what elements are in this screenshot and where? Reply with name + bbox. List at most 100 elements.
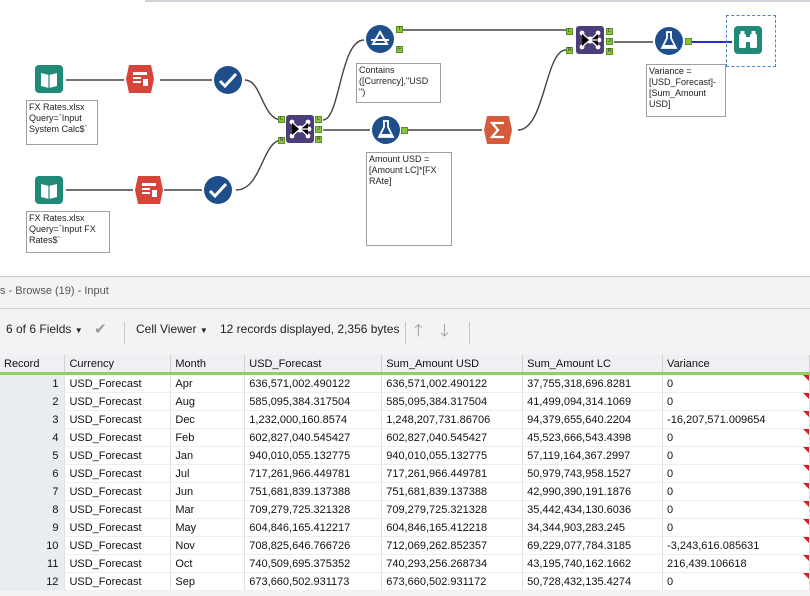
table-cell[interactable]: USD_Forecast [64, 410, 172, 429]
table-cell[interactable]: 751,681,839.137388 [381, 482, 524, 501]
table-cell[interactable]: Aug [170, 392, 246, 411]
fields-dropdown[interactable]: 6 of 6 Fields ▼ [6, 322, 83, 336]
join2-port-out-right[interactable]: R [606, 48, 613, 55]
filter-port-true[interactable]: T [396, 26, 403, 33]
table-cell[interactable]: Apr [170, 373, 246, 393]
input-data-tool-2[interactable] [34, 175, 64, 205]
table-cell[interactable]: Oct [170, 554, 246, 573]
table-cell[interactable]: 636,571,002.490122 [381, 373, 524, 393]
record-number[interactable]: 12 [0, 572, 66, 591]
table-cell[interactable]: 585,095,384.317504 [381, 392, 524, 411]
table-cell[interactable]: 69,229,077,784.3185 [522, 536, 664, 555]
table-cell[interactable]: 717,261,966.449781 [244, 464, 383, 483]
table-cell[interactable]: May [170, 518, 246, 537]
table-cell[interactable]: Dec [170, 410, 246, 429]
join-tool-2[interactable] [575, 25, 605, 55]
select-tool-1[interactable] [125, 64, 155, 94]
join-port-out-join[interactable]: J [315, 126, 322, 133]
table-cell[interactable]: 709,279,725.321328 [244, 500, 383, 519]
formula-tool-1[interactable] [371, 115, 401, 145]
table-cell[interactable]: USD_Forecast [64, 482, 172, 501]
table-cell[interactable]: 0 [662, 518, 810, 537]
join-port-out-left[interactable]: L [315, 116, 322, 123]
data-cleansing-tool-2[interactable] [203, 175, 233, 205]
record-number[interactable]: 7 [0, 482, 66, 501]
record-number[interactable]: 9 [0, 518, 66, 537]
table-cell[interactable]: 602,827,040.545427 [381, 428, 524, 447]
join2-port-out-left[interactable]: L [606, 28, 613, 35]
input-data-tool-1[interactable] [34, 64, 64, 94]
record-number[interactable]: 5 [0, 446, 66, 465]
table-cell[interactable]: 604,846,165.412217 [244, 518, 383, 537]
table-cell[interactable]: 712,069,262.852357 [381, 536, 524, 555]
summarize-tool[interactable] [483, 115, 513, 145]
record-number[interactable]: 8 [0, 500, 66, 519]
table-cell[interactable]: Mar [170, 500, 246, 519]
table-cell[interactable]: Feb [170, 428, 246, 447]
table-cell[interactable]: 42,990,390,191.1876 [522, 482, 664, 501]
table-cell[interactable]: 0 [662, 500, 810, 519]
table-cell[interactable]: 717,261,966.449781 [381, 464, 524, 483]
arrow-down-icon[interactable]: 🡓 [440, 321, 449, 340]
record-number[interactable]: 2 [0, 392, 66, 411]
column-header[interactable]: Variance [662, 355, 810, 375]
table-cell[interactable]: 740,509,695.375352 [244, 554, 383, 573]
table-cell[interactable]: 50,728,432,135.4274 [522, 572, 664, 591]
record-number[interactable]: 1 [0, 373, 66, 393]
table-cell[interactable]: 0 [662, 392, 810, 411]
table-cell[interactable]: Nov [170, 536, 246, 555]
table-cell[interactable]: USD_Forecast [64, 428, 172, 447]
cell-viewer-dropdown[interactable]: Cell Viewer ▼ [136, 322, 208, 336]
table-cell[interactable]: 940,010,055.132775 [244, 446, 383, 465]
formula2-port-out[interactable] [685, 38, 692, 45]
table-cell[interactable]: 709,279,725.321328 [381, 500, 524, 519]
table-cell[interactable]: 34,344,903,283.245 [522, 518, 664, 537]
join2-port-left[interactable]: L [566, 28, 573, 35]
table-cell[interactable]: USD_Forecast [64, 392, 172, 411]
table-cell[interactable]: 585,095,384.317504 [244, 392, 383, 411]
column-header[interactable]: Month [170, 355, 246, 375]
record-number[interactable]: 4 [0, 428, 66, 447]
table-cell[interactable]: Jul [170, 464, 246, 483]
table-cell[interactable]: 43,195,740,162.1662 [522, 554, 664, 573]
table-cell[interactable]: 0 [662, 446, 810, 465]
table-cell[interactable]: 37,755,318,696.8281 [522, 373, 664, 393]
filter-port-false[interactable]: F [396, 46, 403, 53]
table-cell[interactable]: 0 [662, 572, 810, 591]
arrow-up-icon[interactable]: 🡑 [414, 321, 423, 340]
table-cell[interactable]: 602,827,040.545427 [244, 428, 383, 447]
table-cell[interactable]: USD_Forecast [64, 373, 172, 393]
checkmark-icon[interactable]: ✔ [94, 321, 107, 338]
join-tool-1[interactable] [285, 114, 315, 144]
data-cleansing-tool-1[interactable] [213, 65, 243, 95]
table-cell[interactable]: USD_Forecast [64, 500, 172, 519]
table-cell[interactable]: 1,248,207,731.86706 [381, 410, 524, 429]
table-cell[interactable]: 57,119,164,367.2997 [522, 446, 664, 465]
table-cell[interactable]: -3,243,616.085631 [662, 536, 810, 555]
browse-tool[interactable] [733, 25, 763, 55]
table-cell[interactable]: -16,207,571.009654 [662, 410, 810, 429]
table-cell[interactable]: 0 [662, 482, 810, 501]
table-cell[interactable]: 45,523,666,543.4398 [522, 428, 664, 447]
table-cell[interactable]: USD_Forecast [64, 518, 172, 537]
table-cell[interactable]: 0 [662, 464, 810, 483]
join-port-right[interactable]: R [278, 137, 285, 144]
join-port-left[interactable]: L [278, 116, 285, 123]
formula1-port-out[interactable] [401, 127, 408, 134]
table-cell[interactable]: 751,681,839.137388 [244, 482, 383, 501]
record-number[interactable]: 6 [0, 464, 66, 483]
table-cell[interactable]: Jun [170, 482, 246, 501]
workflow-canvas[interactable]: FX Rates.xlsx Query=`Input System Calc$`… [0, 0, 810, 276]
table-cell[interactable]: 94,379,655,640.2204 [522, 410, 664, 429]
table-cell[interactable]: Jan [170, 446, 246, 465]
